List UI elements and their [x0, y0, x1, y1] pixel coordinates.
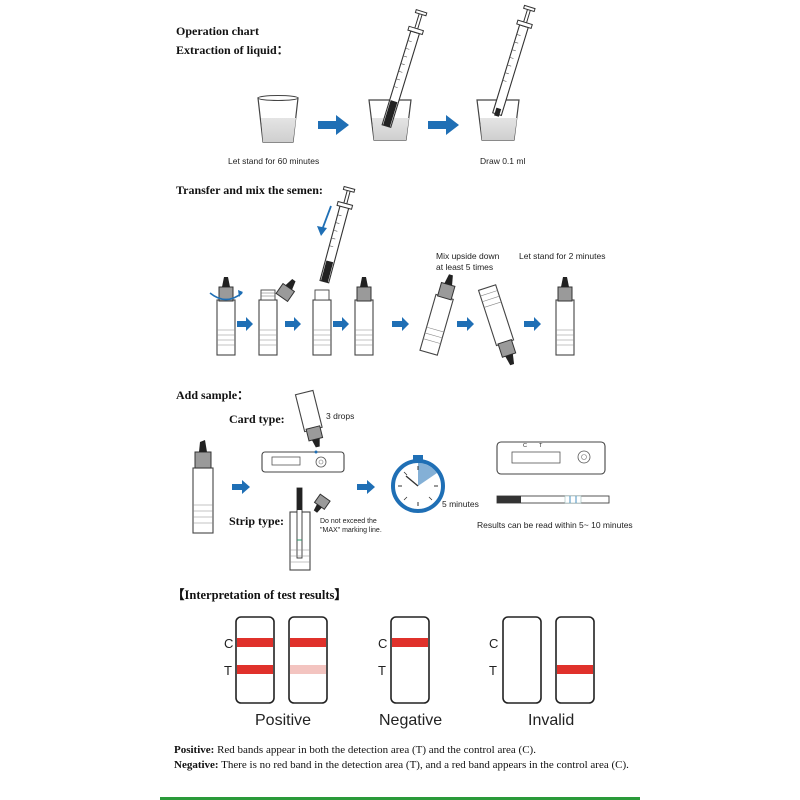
extraction-heading: Extraction of liquid： — [176, 43, 289, 57]
negative-term: Negative: — [174, 759, 219, 771]
arrow-icon — [333, 317, 349, 331]
card-t-label: T — [539, 443, 543, 449]
arrow-icon — [232, 480, 250, 494]
arrow-icon — [392, 317, 409, 331]
card-c-label: C — [523, 443, 527, 449]
negative-description: Negative: There is no red band in the de… — [174, 759, 794, 771]
down-arrow-icon — [317, 205, 332, 236]
operation-chart-heading: Operation chart — [176, 24, 259, 38]
interpretation-heading: 【Interpretation of test results】 — [172, 588, 347, 602]
read-time-label: Results can be read within 5~ 10 minutes — [477, 520, 633, 530]
arrow-icon — [285, 317, 301, 331]
positive-term: Positive: — [174, 744, 215, 756]
arrow-icon — [237, 317, 253, 331]
negative-caption: Negative — [379, 712, 443, 729]
dropper-icon — [294, 389, 324, 448]
tube-3-icon — [312, 289, 332, 356]
test-card-icon — [261, 451, 345, 473]
tube-2-icon — [258, 279, 296, 356]
small-dropper-icon — [313, 493, 331, 513]
arrow-icon — [524, 317, 541, 331]
tube-6-icon — [477, 284, 517, 366]
tube-4-icon — [354, 277, 374, 356]
syringe-2-icon — [492, 4, 536, 117]
negative-cassette — [390, 616, 430, 704]
positive-caption: Positive — [255, 712, 312, 729]
drops-label: 3 drops — [326, 411, 355, 421]
minutes-label: 5 minutes — [442, 499, 479, 509]
mix-label-line2: at least 5 times — [436, 262, 494, 272]
tube-1-icon — [209, 277, 243, 356]
arrow-icon — [318, 115, 349, 135]
syringe-3-icon — [319, 185, 356, 284]
timer-icon — [391, 455, 445, 513]
c-label-positive: C — [224, 636, 234, 651]
negative-text: There is no red band in the detection ar… — [218, 759, 629, 771]
tube-7-icon — [555, 277, 575, 356]
warn-line2: "MAX" marking line. — [320, 527, 382, 534]
step-stand-60-label: Let stand for 60 minutes — [228, 156, 320, 166]
syringe-1-icon — [381, 9, 428, 129]
transfer-heading: Transfer and mix the semen: — [176, 183, 323, 197]
positive-cassette-2 — [288, 616, 328, 704]
sample-tube-icon — [192, 440, 214, 534]
positive-text: Red bands appear in both the detection a… — [214, 744, 536, 756]
stand-2-label: Let stand for 2 minutes — [519, 251, 606, 261]
tube-5-icon — [419, 274, 456, 356]
result-strip-icon — [496, 495, 610, 504]
warn-line1: Do not exceed the — [320, 518, 377, 525]
c-label-invalid: C — [489, 636, 499, 651]
strip-tube-icon — [289, 487, 311, 571]
t-label-positive: T — [224, 663, 232, 678]
c-label-negative: C — [378, 636, 388, 651]
cup-3-icon — [476, 99, 520, 141]
result-card-icon — [496, 441, 606, 475]
invalid-caption: Invalid — [528, 712, 575, 729]
strip-type-label: Strip type: — [229, 514, 284, 528]
cup-1-icon — [257, 95, 299, 143]
t-label-negative: T — [378, 663, 386, 678]
t-label-invalid: T — [489, 663, 497, 678]
card-type-label: Card type: — [229, 412, 285, 426]
footer-rule — [160, 797, 640, 800]
mix-label-line1: Mix upside down — [436, 251, 500, 261]
positive-description: Positive: Red bands appear in both the d… — [174, 744, 774, 756]
add-sample-heading: Add sample： — [176, 388, 250, 402]
invalid-cassette-2 — [555, 616, 595, 704]
step-draw-label: Draw 0.1 ml — [480, 156, 526, 166]
positive-cassette-1 — [235, 616, 275, 704]
arrow-icon — [457, 317, 474, 331]
arrow-icon — [357, 480, 375, 494]
arrow-icon — [428, 115, 459, 135]
invalid-cassette-1 — [502, 616, 542, 704]
